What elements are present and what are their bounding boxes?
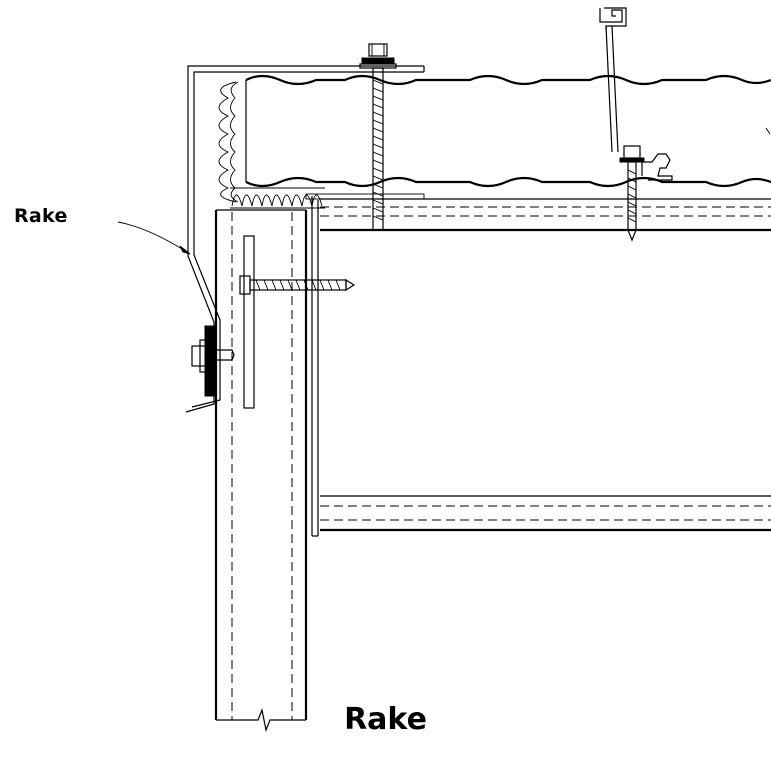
wall-column xyxy=(214,209,308,733)
roof-panel xyxy=(245,74,771,188)
seam-clip xyxy=(641,153,673,181)
lower-girt xyxy=(320,495,771,532)
hanging-clip xyxy=(599,7,627,153)
rake-callout-label: Rake xyxy=(14,205,68,227)
roof-purlin xyxy=(320,198,771,232)
drawing-caption: Rake xyxy=(344,702,427,737)
foam-closure-vertical xyxy=(218,81,239,203)
lag-screw xyxy=(239,275,356,295)
panel-fastener xyxy=(359,43,397,231)
trim-fastener xyxy=(191,325,235,397)
column-strap xyxy=(243,235,255,409)
panel-edge-mark xyxy=(765,127,771,135)
angle-clip xyxy=(305,193,425,537)
clip-screw xyxy=(619,145,645,242)
rake-leader-arrow xyxy=(117,221,191,255)
foam-closure-horizontal xyxy=(230,187,325,209)
